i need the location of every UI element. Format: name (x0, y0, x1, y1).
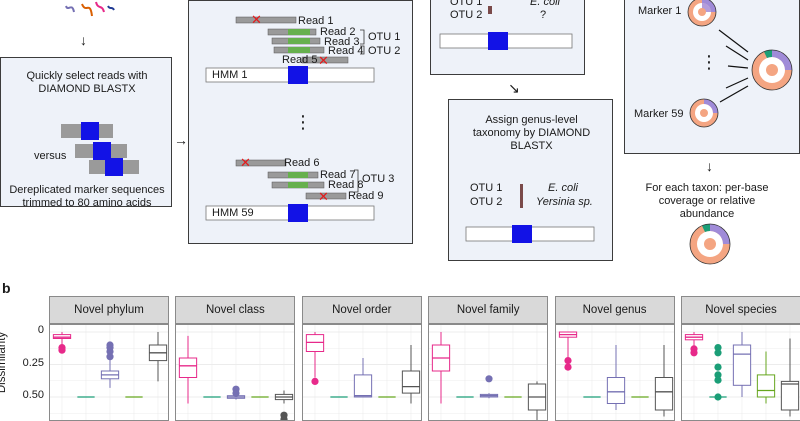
assign-otu-1-label: OTU 1 (470, 182, 502, 195)
assign-taxonomy-graphic (448, 99, 613, 261)
box-outlier (233, 390, 240, 397)
facet-boxplot-svg (429, 325, 548, 421)
select-reads-panel: Quickly select reads with DIAMOND BLASTX… (0, 57, 172, 207)
result-ring-graphic (688, 222, 732, 266)
dereplicated-text: Dereplicated marker sequences trimmed to… (3, 184, 171, 210)
facet-boxplot-svg (556, 325, 675, 421)
box-body (733, 345, 750, 385)
reads-squiggle-graphic (60, 0, 120, 22)
box-outlier (564, 357, 571, 364)
facet-boxplot-svg (50, 325, 169, 421)
assign-ecoli-label: E. coli (548, 182, 578, 195)
top-ecoli-label: E. coli (530, 0, 560, 9)
box-outlier (714, 349, 721, 356)
box-outlier (486, 375, 493, 382)
svg-text:✕: ✕ (240, 155, 251, 170)
panel-b-label: b (2, 282, 11, 295)
for-each-taxon-text: For each taxon: per-base coverage or rel… (642, 182, 772, 221)
box-outlier (714, 393, 721, 400)
box-body (781, 381, 798, 410)
read-5-label: Read 5 (282, 54, 317, 67)
facet-strip: Novel genus (555, 296, 675, 324)
marker-ellipsis: ⋮ (700, 52, 718, 72)
facet-plot (555, 324, 675, 421)
assign-yersinia-label: Yersinia sp. (536, 196, 593, 209)
assign-otu-2-label: OTU 2 (470, 196, 502, 209)
down-arrow-icon: ↓ (80, 34, 87, 47)
svg-text:✕: ✕ (251, 12, 262, 27)
marker-1-label: Marker 1 (638, 5, 681, 18)
box-body (402, 371, 419, 393)
marker-alignment-graphic (61, 120, 141, 176)
read-9-label: Read 9 (348, 190, 383, 203)
box-body (180, 358, 197, 378)
y-axis-label: Dissimilarity (0, 332, 9, 393)
facet-plot (428, 324, 548, 421)
vertical-ellipsis: ⋮ (294, 112, 312, 132)
y-tick-label: 0.25 (23, 357, 44, 370)
box-body (607, 378, 624, 404)
box-body (354, 375, 371, 397)
select-reads-text: Quickly select reads with DIAMOND BLASTX (25, 70, 149, 96)
marker-59-label: Marker 59 (634, 108, 684, 121)
right-arrow-icon: → (174, 134, 188, 147)
facet-plot (175, 324, 295, 421)
facet-strip: Novel class (175, 296, 295, 324)
box-body (757, 375, 774, 397)
down-arrow-2-icon: ↓ (706, 160, 713, 173)
read-6-label: Read 6 (284, 157, 319, 170)
marker-abundance-graphic (624, 0, 800, 156)
diagonal-arrow-icon: ↘ (508, 82, 520, 95)
box-body (655, 378, 672, 411)
hmm-1-label: HMM 1 (212, 69, 247, 82)
otu-2-label: OTU 2 (368, 45, 400, 58)
top-otu-2-label: OTU 2 (450, 9, 482, 22)
facet-strip: Novel family (428, 296, 548, 324)
read-4-label: Read 4 (328, 45, 363, 58)
facet-plot (681, 324, 800, 421)
otu-1-label: OTU 1 (368, 31, 400, 44)
box-outlier (106, 353, 113, 360)
y-tick-label: 0.50 (23, 389, 44, 402)
box-outlier (311, 378, 318, 385)
box-outlier (690, 349, 697, 356)
facet-boxplot-svg (682, 325, 800, 421)
y-tick-label: 0 (38, 324, 44, 337)
facet-plot (49, 324, 169, 421)
facet-strip: Novel species (681, 296, 800, 324)
box-outlier (714, 364, 721, 371)
facet-boxplot-svg (176, 325, 295, 421)
top-question-label: ? (540, 9, 546, 22)
facet-strip: Novel order (302, 296, 422, 324)
box-outlier (714, 377, 721, 384)
top-otu-1-label: OTU 1 (450, 0, 482, 9)
box-outlier (58, 347, 65, 354)
facet-boxplot-svg (303, 325, 422, 421)
box-body (53, 335, 70, 339)
hmm-59-label: HMM 59 (212, 207, 254, 220)
otu-3-label: OTU 3 (362, 173, 394, 186)
box-outlier (564, 364, 571, 371)
facet-strip: Novel phylum (49, 296, 169, 324)
facet-plot (302, 324, 422, 421)
